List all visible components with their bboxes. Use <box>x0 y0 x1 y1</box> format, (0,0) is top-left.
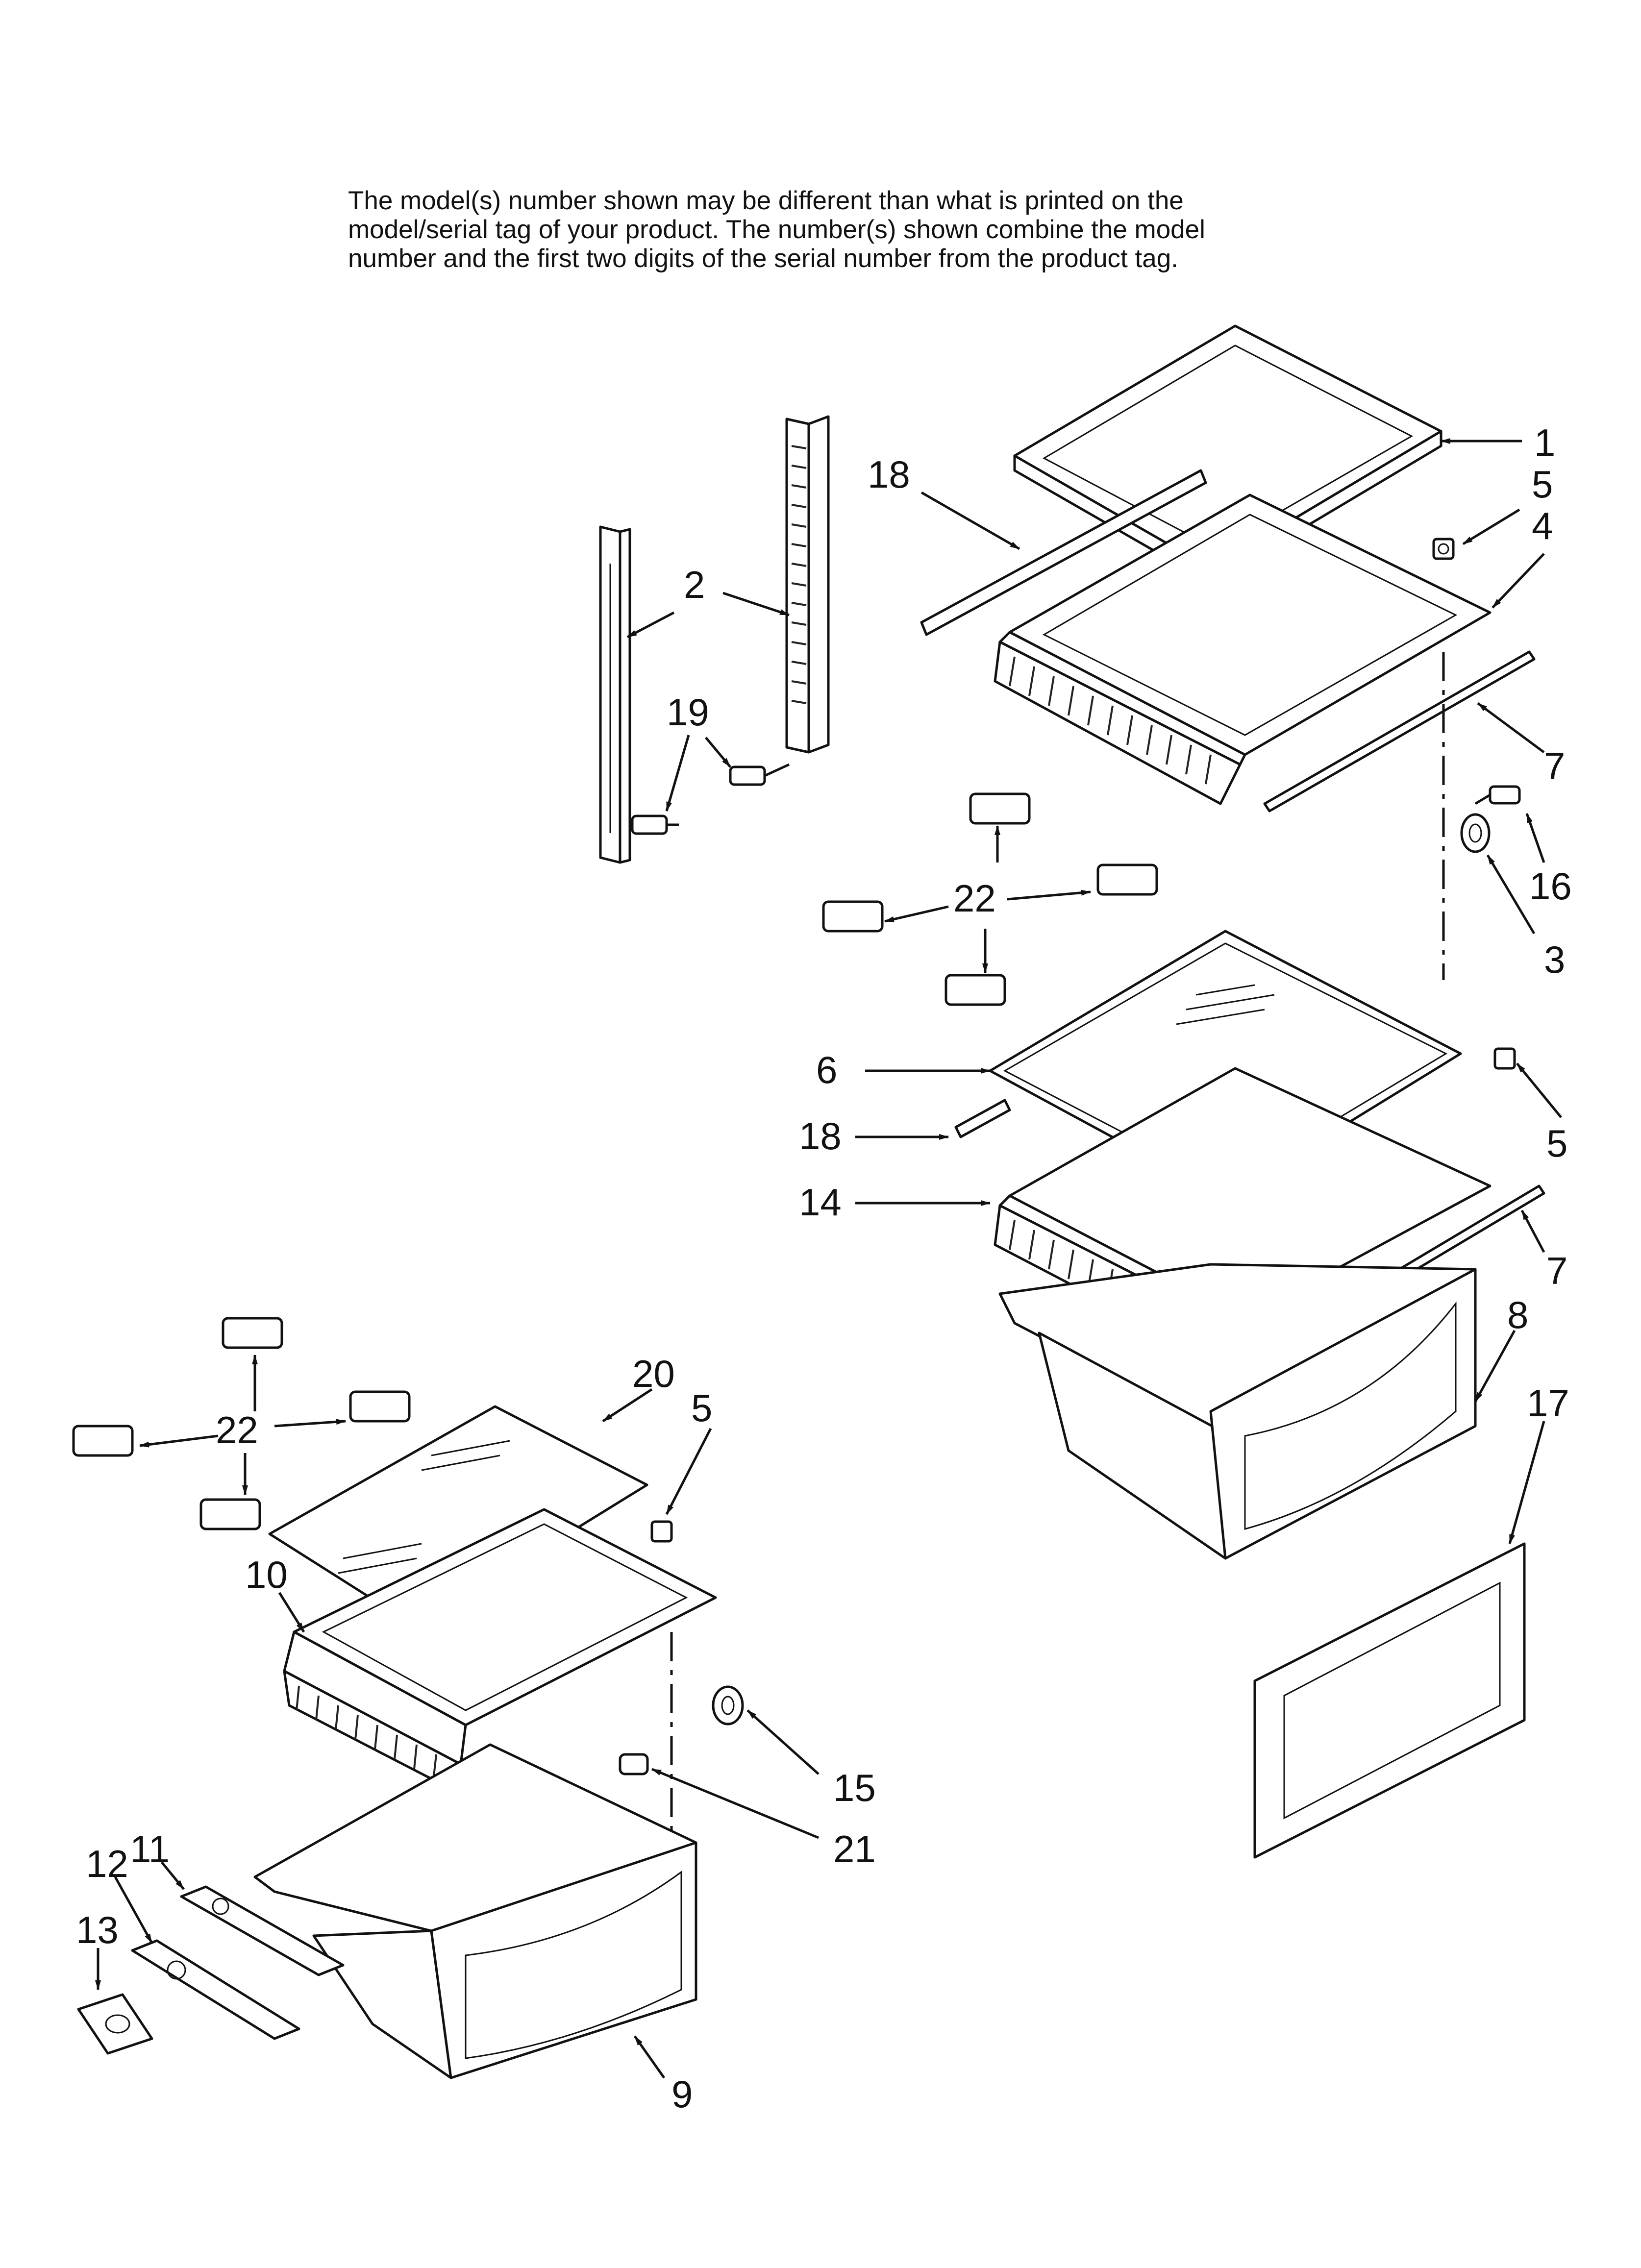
callout-20: 20 <box>632 1352 675 1395</box>
callout-2: 2 <box>684 563 705 606</box>
clip-22-c <box>1096 863 1158 896</box>
callout-9: 9 <box>671 2072 693 2116</box>
leader-lines <box>95 438 1562 2079</box>
crisper-cover-frame-top <box>994 493 1492 805</box>
callout-8: 8 <box>1507 1293 1528 1336</box>
callout-5-top: 5 <box>1532 463 1553 506</box>
note-line-2: model/serial tag of your product. The nu… <box>348 215 1205 244</box>
glass-trim-18-mid <box>954 1099 1011 1138</box>
note-line-3: number and the first two digits of the s… <box>348 244 1178 273</box>
callout-21: 21 <box>833 1827 876 1871</box>
humidity-control-11 <box>180 1885 345 1976</box>
callout-1: 1 <box>1534 421 1555 464</box>
model-number-note: The model(s) number shown may be differe… <box>348 186 1377 273</box>
stop-5-mid <box>1493 1047 1516 1070</box>
clip-22-h <box>199 1498 261 1530</box>
callout-22-lower: 22 <box>216 1408 258 1452</box>
pantry-drawer-8 <box>998 1263 1477 1560</box>
callout-16: 16 <box>1529 864 1572 908</box>
shelf-rail-left <box>599 525 631 864</box>
callout-18-mid: 18 <box>799 1114 842 1158</box>
clip-22-b <box>822 900 884 933</box>
callout-5-lower: 5 <box>691 1386 712 1430</box>
callout-14: 14 <box>799 1181 842 1224</box>
callout-4: 4 <box>1532 504 1553 547</box>
callout-19: 19 <box>667 690 709 734</box>
clip-22-g <box>349 1390 411 1423</box>
callout-18-top: 18 <box>868 453 910 496</box>
wheel-3 <box>1460 813 1491 853</box>
humidity-knob-13 <box>77 1993 153 2055</box>
callout-13: 13 <box>76 1908 119 1951</box>
screw-19-right <box>729 763 790 786</box>
clip-22-f <box>72 1425 134 1457</box>
screw-21 <box>619 1753 649 1775</box>
clip-22-d <box>945 974 1006 1006</box>
callout-6: 6 <box>816 1048 837 1091</box>
callout-12: 12 <box>86 1842 128 1885</box>
clip-22-a <box>969 792 1031 825</box>
drawer-front-17 <box>1253 1542 1526 1859</box>
humidity-slide-12 <box>131 1939 300 2040</box>
slide-rail-7-top <box>1263 650 1536 813</box>
callout-11: 11 <box>130 1827 170 1871</box>
callout-7-mid: 7 <box>1546 1249 1567 1292</box>
callout-5-mid: 5 <box>1546 1122 1567 1165</box>
shelf-rail-right <box>785 415 830 754</box>
stop-5-top <box>1432 538 1455 560</box>
callout-3: 3 <box>1544 938 1565 981</box>
crisper-cover-frame-10 <box>283 1508 717 1785</box>
stop-5-lower <box>650 1520 673 1543</box>
callout-22-top: 22 <box>953 877 996 920</box>
callout-17: 17 <box>1527 1381 1569 1425</box>
glass-trim-18-top <box>920 469 1207 636</box>
clip-22-e <box>222 1317 283 1349</box>
note-line-1: The model(s) number shown may be differe… <box>348 186 1184 215</box>
callout-7-top: 7 <box>1544 744 1565 788</box>
screw-19-left <box>631 814 679 835</box>
screw-16 <box>1474 785 1521 805</box>
wheel-15 <box>712 1685 744 1726</box>
callout-10: 10 <box>245 1553 288 1596</box>
callout-numbers: 1 5 4 18 2 19 7 16 3 22 6 5 18 14 7 8 17… <box>76 421 1572 2116</box>
crisper-drawer-9 <box>253 1743 697 2079</box>
callout-15: 15 <box>833 1766 876 1809</box>
